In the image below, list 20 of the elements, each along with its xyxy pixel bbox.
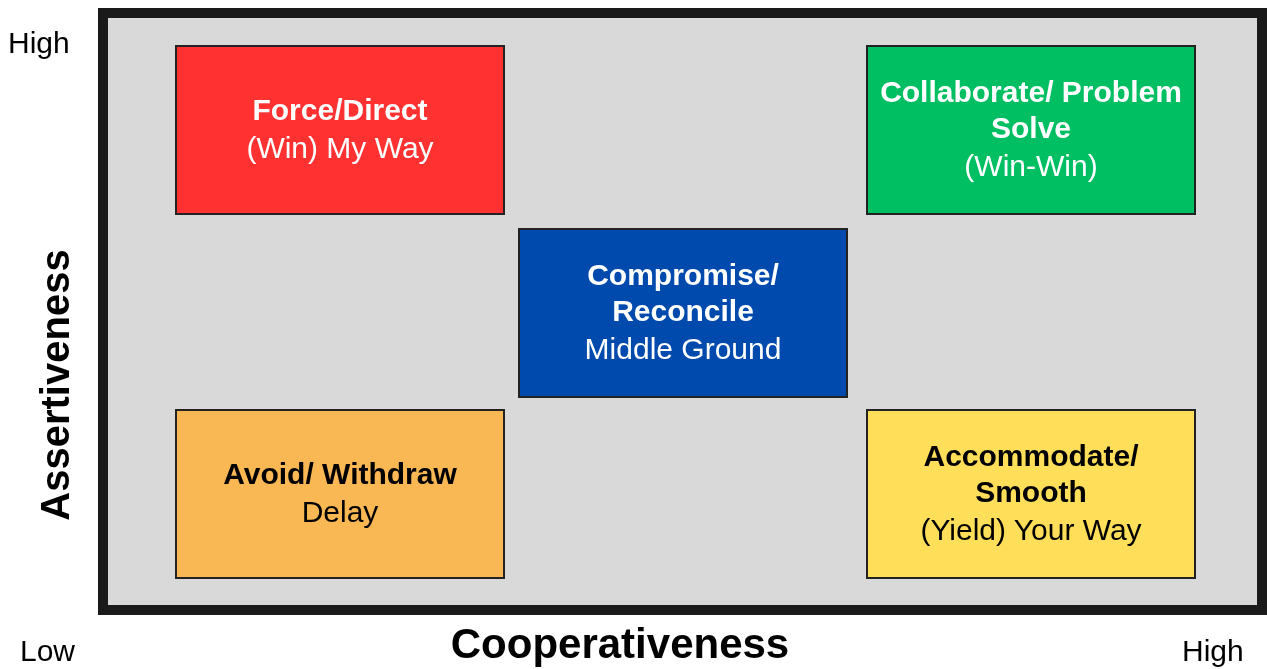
style-box bbox=[175, 45, 505, 215]
axis-tick-label: High bbox=[1182, 634, 1244, 668]
style-box bbox=[866, 409, 1196, 579]
axis-title: Assertiveness bbox=[32, 249, 78, 521]
box-heading: Accommodate/ Smooth bbox=[922, 437, 1140, 510]
style-box bbox=[175, 409, 505, 579]
axis-tick-label: High bbox=[8, 26, 70, 60]
box-subtitle: Delay bbox=[301, 493, 379, 530]
style-box bbox=[866, 45, 1196, 215]
style-box bbox=[518, 228, 848, 398]
box-subtitle: (Win) My Way bbox=[246, 129, 434, 166]
box-subtitle: (Yield) Your Way bbox=[920, 511, 1142, 548]
box-heading: Compromise/ Reconcile bbox=[586, 256, 780, 329]
box-heading: Collaborate/ Problem Solve bbox=[879, 73, 1183, 146]
axis-tick-label: Low bbox=[20, 634, 76, 668]
box-heading: Force/Direct bbox=[252, 91, 428, 128]
box-subtitle: Middle Ground bbox=[584, 330, 782, 367]
box-heading: Avoid/ Withdraw bbox=[223, 455, 457, 492]
box-subtitle: (Win-Win) bbox=[964, 147, 1098, 184]
axis-title: Cooperativeness bbox=[450, 620, 790, 668]
